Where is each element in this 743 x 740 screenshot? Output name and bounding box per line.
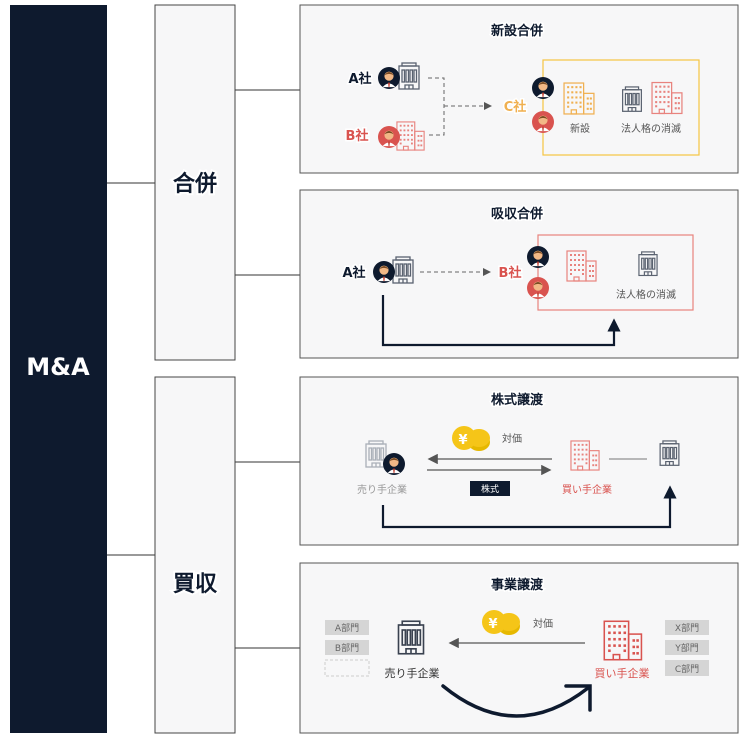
absorb-arrow: [381, 295, 621, 347]
person-icon: [378, 67, 400, 89]
coin-symbol: ¥: [488, 617, 497, 632]
dept-box: [665, 640, 709, 655]
category-merger: [154, 4, 236, 361]
dept-label: X部門: [675, 622, 699, 634]
seller-label: 売り手企業: [357, 483, 407, 496]
dept-box: [325, 620, 369, 635]
dashed-merge-arrow: [428, 77, 490, 136]
panel-share-transfer: 株式譲渡 売り手企業 ¥ 対価 株式 買い手企業: [299, 376, 739, 546]
root-label: M&A: [26, 353, 90, 381]
panel-title: 吸収合併: [491, 206, 543, 222]
panel-title: 新設合併: [491, 23, 543, 39]
panel-kyushu-merger: 吸収合併 A社 B社 法人格の消滅: [299, 189, 739, 359]
arrow-head: [564, 684, 592, 712]
person-icon: [378, 126, 400, 148]
dept-label: Y部門: [674, 642, 699, 654]
consideration-label: 対価: [502, 432, 522, 445]
transfer-arrow: [381, 485, 677, 529]
person-icon: [532, 77, 554, 99]
person-icon: [527, 246, 549, 268]
panel-title: 株式譲渡: [491, 392, 544, 408]
curved-transfer-arrow: [441, 684, 590, 718]
dept-box: [325, 640, 369, 655]
buyer-label: 買い手企業: [562, 483, 612, 496]
category-acquisition-label: 買収: [173, 572, 218, 597]
company-a-label: A社: [348, 71, 371, 87]
company-b-label: B社: [346, 128, 369, 144]
category-merger-label: 合併: [173, 171, 217, 197]
dissolved-label: 法人格の消滅: [621, 122, 681, 135]
buyer-label: 買い手企業: [595, 666, 650, 680]
dept-label: A部門: [335, 622, 359, 634]
company-b-label: B社: [499, 265, 522, 281]
person-icon: [532, 111, 554, 133]
dept-box: [665, 660, 709, 676]
shares-tag-label: 株式: [481, 483, 499, 495]
person-icon: [373, 261, 395, 283]
dept-label: C部門: [675, 663, 699, 675]
new-label: 新設: [570, 122, 590, 135]
dept-box: [665, 620, 709, 635]
company-c-label: C社: [504, 99, 527, 115]
shares-tag: [470, 481, 510, 496]
person-icon: [527, 277, 549, 299]
panel-title: 事業譲渡: [491, 577, 544, 593]
dept-label: B部門: [335, 642, 359, 654]
dissolved-label: 法人格の消滅: [616, 288, 676, 301]
absorbed-box: [537, 234, 694, 311]
category-acquisition: [154, 376, 236, 734]
empty-dept-slot: [324, 659, 370, 677]
panel-shinsetsu-merger: 新設合併 A社 B社 C社 新設 法人格の消滅: [299, 4, 739, 174]
company-a-label: A社: [342, 265, 365, 281]
person-icon: [383, 453, 405, 475]
consideration-label: 対価: [533, 617, 553, 630]
coin-symbol: ¥: [458, 433, 467, 448]
seller-label: 売り手企業: [385, 666, 440, 680]
root-bar: [10, 5, 107, 733]
panel-business-transfer: 事業譲渡 A部門 B部門 売り手企業 ¥ 対価 買い手企業 X部門 Y部門 C部…: [299, 562, 739, 734]
new-company-box: [542, 59, 700, 156]
tree-connectors: [107, 89, 300, 649]
